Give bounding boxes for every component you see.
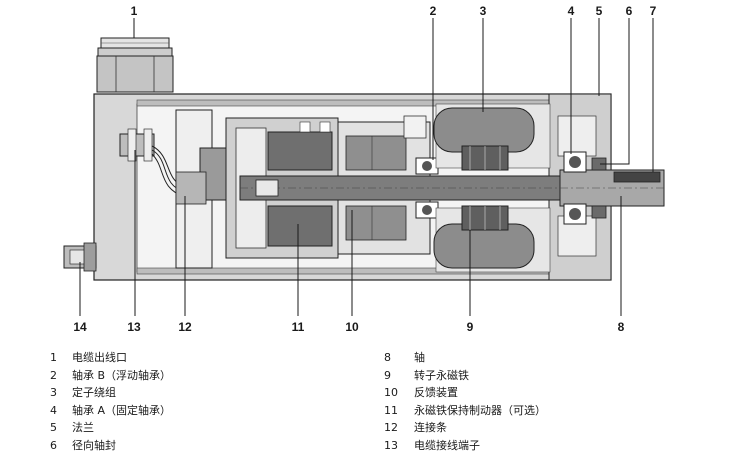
legend-number: 2 xyxy=(50,367,72,385)
legend-number: 1 xyxy=(50,349,72,367)
legend-number: 12 xyxy=(384,419,414,437)
callout-9: 9 xyxy=(467,320,474,334)
legend-number: 8 xyxy=(384,349,414,367)
legend-text: 转子永磁铁 xyxy=(414,367,469,385)
callout-13: 13 xyxy=(127,320,141,334)
callout-11: 11 xyxy=(292,320,305,334)
legend-number: 5 xyxy=(50,419,72,437)
callout-1: 1 xyxy=(131,4,138,18)
legend-text: 法兰 xyxy=(72,419,94,437)
legend-text: 径向轴封 xyxy=(72,437,116,454)
legend-number: 6 xyxy=(50,437,72,454)
legend-text: 连接条 xyxy=(414,419,447,437)
legend-number: 4 xyxy=(50,402,72,420)
legend-text: 反馈装置 xyxy=(414,384,458,402)
callout-7: 7 xyxy=(650,4,657,18)
callout-3: 3 xyxy=(480,4,487,18)
legend-text: 轴 xyxy=(414,349,425,367)
legend-number: 3 xyxy=(50,384,72,402)
legend-text: 电缆接线端子 xyxy=(414,437,480,454)
legend-text: 永磁铁保持制动器（可选） xyxy=(414,402,546,420)
cable-gland xyxy=(97,38,173,92)
callout-6: 6 xyxy=(626,4,633,18)
legend-text: 电缆出线口 xyxy=(72,349,127,367)
legend-number: 10 xyxy=(384,384,414,402)
callout-4: 4 xyxy=(568,4,575,18)
callout-8: 8 xyxy=(618,320,625,334)
motor-cross-section-diagram: 1 2 3 4 5 6 7 8 9 10 11 12 13 14 xyxy=(0,0,739,345)
legend-number: 13 xyxy=(384,437,414,454)
legend-number: 9 xyxy=(384,367,414,385)
callout-12: 12 xyxy=(178,320,192,334)
callout-5: 5 xyxy=(596,4,603,18)
legend-text: 轴承 B（浮动轴承） xyxy=(72,367,171,385)
legend-text: 轴承 A（固定轴承） xyxy=(72,402,171,420)
callout-14: 14 xyxy=(73,320,87,334)
legend-text: 定子绕组 xyxy=(72,384,116,402)
legend-number: 11 xyxy=(384,402,414,420)
callout-10: 10 xyxy=(345,320,359,334)
callout-2: 2 xyxy=(430,4,437,18)
